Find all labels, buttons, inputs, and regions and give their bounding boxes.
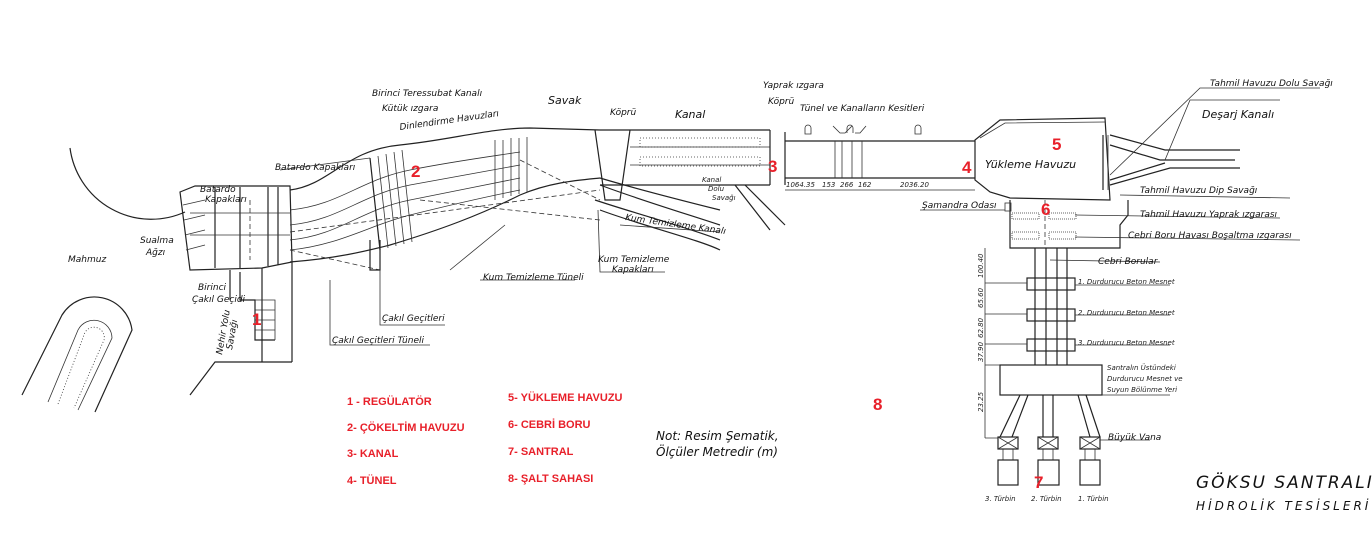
note-line-2: Ölçüler Metredir (m) — [656, 443, 778, 459]
legend-item: 5- YÜKLEME HAVUZU — [508, 391, 623, 404]
label-kopru-2: Köprü — [768, 97, 795, 107]
marker-4: 4 — [962, 158, 972, 177]
legend-item: 2- ÇÖKELTİM HAVUZU — [347, 421, 465, 434]
label-santral-2: Durdurucu Mesnet ve — [1107, 375, 1183, 383]
dimension-v3: 62.80 — [977, 317, 985, 338]
legend-item: 8- ŞALT SAHASI — [508, 473, 593, 485]
label-buyuk-vana: Büyük Vana — [1108, 433, 1161, 443]
label-kum-kapak: Kum Temizleme — [598, 255, 670, 265]
settling-basins — [289, 127, 631, 271]
label-batardo-2: Batardo Kapakları — [275, 163, 356, 173]
label-kanal-dolu-3: Savağı — [712, 194, 736, 202]
canal — [594, 129, 786, 251]
marker-1: 1 — [252, 310, 261, 329]
dimension-3: 266 — [840, 181, 854, 189]
tunnel — [785, 124, 975, 191]
label-tahmil-dolu: Tahmil Havuzu Dolu Savağı — [1210, 79, 1333, 89]
label-batardo-1b: Kapakları — [205, 195, 247, 205]
label-cebri-borular: Cebri Borular — [1098, 257, 1159, 267]
dimension-2: 153 — [822, 181, 835, 189]
label-mahmuz: Mahmuz — [68, 255, 106, 265]
label-sualma: Sualma — [140, 236, 174, 246]
label-cebri-havasi: Cebri Boru Havası Boşaltma ızgarası — [1128, 231, 1292, 241]
mahmuz-spur — [21, 296, 133, 413]
label-santral-3: Suyun Bölünme Yeri — [1107, 386, 1177, 394]
label-cakil-gecitleri: Çakıl Geçitleri — [382, 314, 445, 324]
label-birinci-teressubat: Birinci Teressubat Kanalı — [372, 89, 483, 99]
dimension-v2: 65.60 — [977, 287, 985, 308]
label-kum-kapak-2: Kapakları — [612, 265, 654, 275]
dimension-4: 162 — [858, 181, 872, 189]
label-mesnet-2: 2. Durdurucu Beton Mesnet — [1078, 309, 1175, 317]
dimension-1: 1064.35 — [786, 181, 815, 189]
label-kopru: Köprü — [610, 108, 637, 118]
drawing-subtitle: HİDROLİK TESİSLERİ — [1196, 498, 1371, 513]
marker-2: 2 — [411, 162, 420, 181]
label-kanal: Kanal — [675, 108, 705, 121]
dimension-v1: 100.40 — [977, 253, 985, 278]
label-turbin-2: 2. Türbin — [1031, 495, 1062, 503]
dimension-v5: 23.25 — [977, 391, 985, 412]
marker-5: 5 — [1052, 135, 1061, 154]
marker-7: 7 — [1034, 473, 1043, 492]
drawing-title: GÖKSU SANTRALI — [1196, 471, 1372, 493]
legend-item: 1 - REGÜLATÖR — [347, 395, 432, 408]
label-mesnet-3: 3. Durdurucu Beton Mesnet — [1078, 339, 1175, 347]
label-batardo-1: Batardo — [200, 185, 236, 195]
label-kum-kanali: Kum Temizleme Kanalı — [625, 213, 727, 237]
dimension-5: 2036.20 — [900, 181, 929, 189]
label-turbin-3: 3. Türbin — [985, 495, 1016, 503]
legend-item: 3- KANAL — [347, 448, 399, 460]
penstocks — [984, 248, 1103, 486]
legend-item: 4- TÜNEL — [347, 474, 397, 487]
label-kesitler: Tünel ve Kanalların Kesitleri — [800, 104, 925, 114]
label-birinci-cakil-2: Çakıl Geçidi — [192, 295, 246, 305]
label-tahmil-yaprak: Tahmil Havuzu Yaprak ızgarası — [1140, 210, 1278, 220]
penstock-intake — [1004, 200, 1129, 249]
legend-item: 7- SANTRAL — [508, 446, 574, 458]
label-sualma-2: Ağzı — [145, 248, 166, 258]
forebay — [974, 117, 1240, 201]
label-samandra: Şamandra Odası — [922, 201, 997, 211]
label-kum-tuneli: Kum Temizleme Tüneli — [483, 273, 584, 283]
label-yaprak: Yaprak ızgara — [763, 81, 824, 91]
label-kutuk: Kütük ızgara — [382, 104, 438, 114]
marker-6: 6 — [1041, 200, 1050, 219]
label-kanal-dolu-2: Dolu — [708, 185, 725, 193]
label-kanal-dolu: Kanal — [702, 176, 721, 184]
label-mesnet-1: 1. Durdurucu Beton Mesnet — [1078, 278, 1175, 286]
reservoir-arc — [69, 147, 186, 220]
legend: 1 - REGÜLATÖR 2- ÇÖKELTİM HAVUZU 3- KANA… — [347, 391, 623, 487]
label-turbin-1: 1. Türbin — [1078, 495, 1109, 503]
marker-8: 8 — [873, 395, 882, 414]
leader-lines — [279, 87, 1320, 441]
marker-3: 3 — [768, 157, 777, 176]
valves — [997, 436, 1101, 450]
dimension-v4: 37.90 — [977, 341, 985, 362]
regulator-structure — [179, 185, 293, 396]
label-desarj: Deşarj Kanalı — [1202, 108, 1274, 121]
legend-item: 6- CEBRİ BORU — [508, 418, 591, 431]
label-tahmil-dip: Tahmil Havuzu Dip Savağı — [1140, 186, 1258, 196]
label-yukleme: Yükleme Havuzu — [985, 158, 1076, 171]
label-santral-1: Santralın Üstündeki — [1107, 363, 1176, 372]
note-line-1: Not: Resim Şematik, — [656, 429, 779, 443]
label-savak: Savak — [548, 94, 582, 107]
label-cakil-tuneli: Çakıl Geçitleri Tüneli — [332, 336, 424, 346]
label-birinci-cakil: Birinci — [198, 283, 227, 293]
